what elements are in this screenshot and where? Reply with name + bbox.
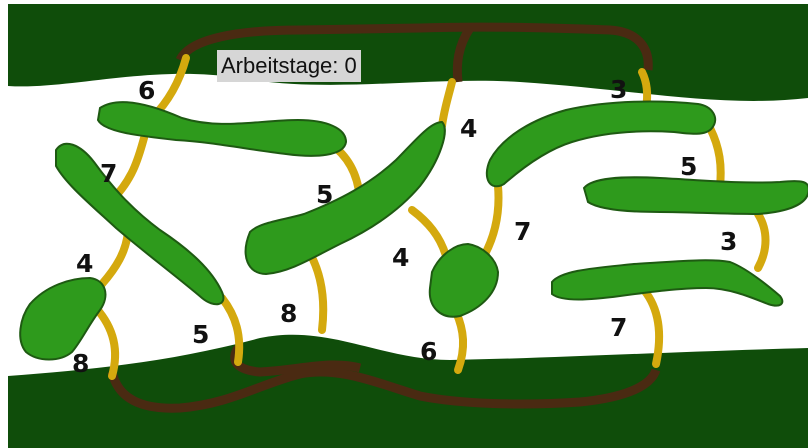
bridge[interactable]: [98, 228, 132, 288]
island[interactable]: [582, 176, 808, 216]
bridge-costs: 6 7 4 8 5 5 8 4 4 7 6 3 5 3 7: [72, 75, 737, 378]
island[interactable]: [19, 276, 107, 361]
bridge-cost-label: 7: [610, 313, 627, 342]
bridge[interactable]: [218, 294, 244, 366]
island[interactable]: [244, 120, 446, 276]
bridge-cost-label: 8: [280, 299, 297, 328]
bridge-cost-label: 7: [100, 159, 117, 188]
south-road: [107, 367, 661, 413]
bridge-cost-label: 4: [76, 249, 93, 278]
bridge-cost-label: 6: [138, 76, 155, 105]
workdays-counter: Arbeitstage: 0: [217, 50, 361, 82]
bridge-cost-label: 5: [316, 180, 333, 209]
bridge[interactable]: [640, 286, 664, 368]
north-riverbank[interactable]: [8, 4, 808, 101]
bridge-cost-label: 6: [420, 337, 437, 366]
island[interactable]: [96, 101, 348, 157]
workdays-value: 0: [344, 53, 357, 78]
bridge-cost-label: 4: [460, 114, 477, 143]
islands: [19, 100, 808, 361]
bridge-cost-label: 8: [72, 349, 89, 378]
bridge-cost-label: 5: [192, 320, 209, 349]
bridge[interactable]: [754, 210, 770, 272]
bridge-cost-label: 7: [514, 217, 531, 246]
bridge[interactable]: [706, 124, 725, 190]
bridge-cost-label: 3: [610, 75, 627, 104]
workdays-label: Arbeitstage:: [221, 53, 339, 78]
north-road: [175, 22, 653, 71]
bridge[interactable]: [92, 304, 120, 380]
bridge[interactable]: [408, 206, 450, 260]
bridge[interactable]: [480, 182, 503, 260]
bridge-cost-label: 4: [392, 243, 409, 272]
bridge[interactable]: [452, 308, 467, 374]
island[interactable]: [485, 100, 717, 188]
island[interactable]: [428, 242, 500, 318]
island[interactable]: [55, 142, 225, 306]
bridge[interactable]: [304, 246, 328, 334]
bridge-cost-label: 5: [680, 152, 697, 181]
bridge-cost-label: 3: [720, 227, 737, 256]
bridge[interactable]: [438, 78, 456, 130]
island[interactable]: [551, 259, 784, 307]
north-road-spur: [452, 25, 474, 83]
